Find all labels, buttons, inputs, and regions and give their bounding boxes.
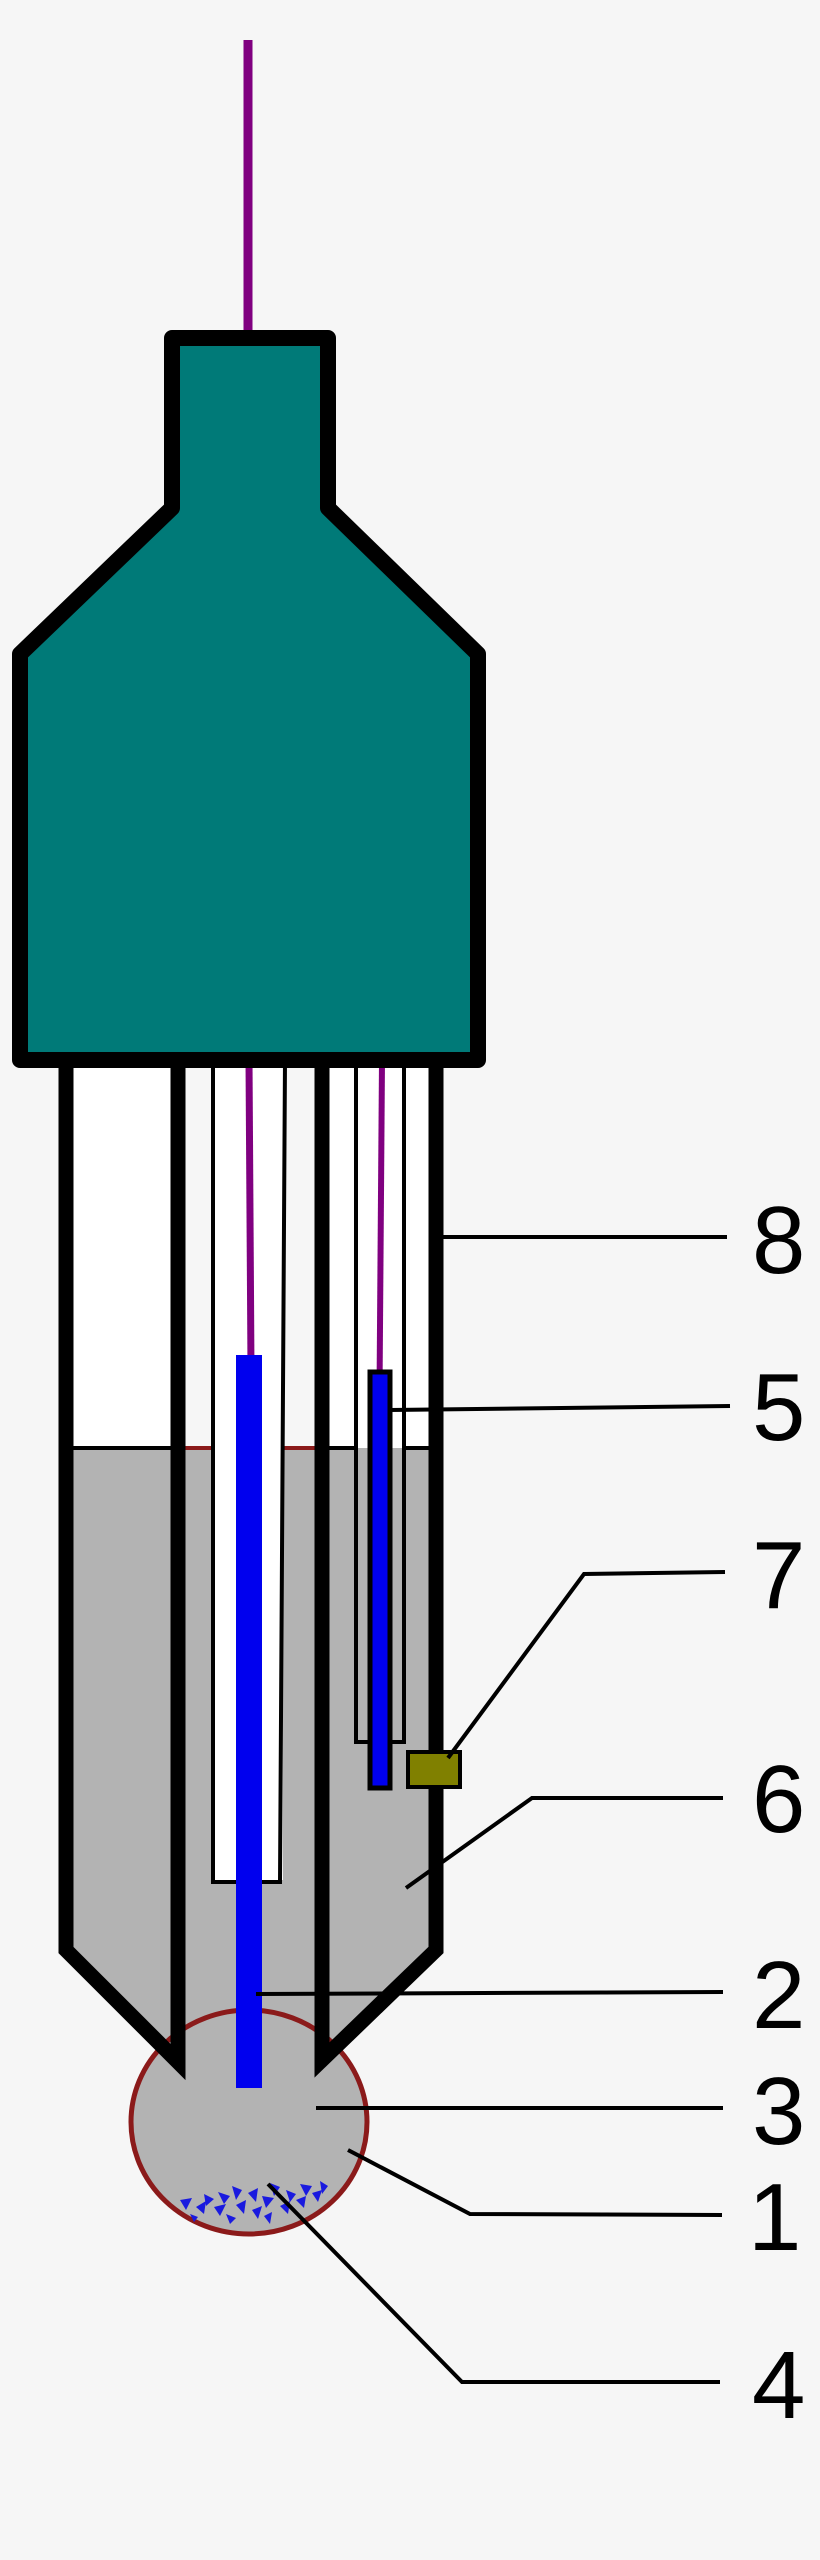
callout-label-4: 4: [752, 2332, 805, 2439]
electrolyte-left: [72, 1448, 178, 2055]
callout-label-7: 7: [752, 1522, 805, 1629]
leader-1: [347, 2148, 723, 2217]
measuring-wire: [245, 1059, 255, 1371]
reference-element: [367, 1369, 393, 1791]
crystals: [180, 2181, 328, 2224]
leader-7: [446, 1570, 726, 1760]
diaphragm: [406, 1750, 462, 1789]
leader-2: [255, 1990, 724, 1996]
leader-5: [389, 1404, 731, 1412]
leader-4: [266, 2182, 720, 2384]
callout-label-2: 2: [752, 1942, 805, 2049]
callout-label-6: 6: [752, 1746, 805, 1853]
leader-6: [404, 1796, 723, 1890]
outer-wall-left: [58, 1060, 186, 2081]
measuring-element: [236, 1355, 262, 2088]
callout-label-8: 8: [752, 1187, 805, 1294]
callout-label-1: 1: [748, 2164, 801, 2271]
electrode-head: [12, 330, 486, 1068]
outer-wall-right: [314, 1060, 444, 2078]
callout-label-3: 3: [752, 2058, 805, 2165]
callout-label-5: 5: [752, 1354, 805, 1461]
